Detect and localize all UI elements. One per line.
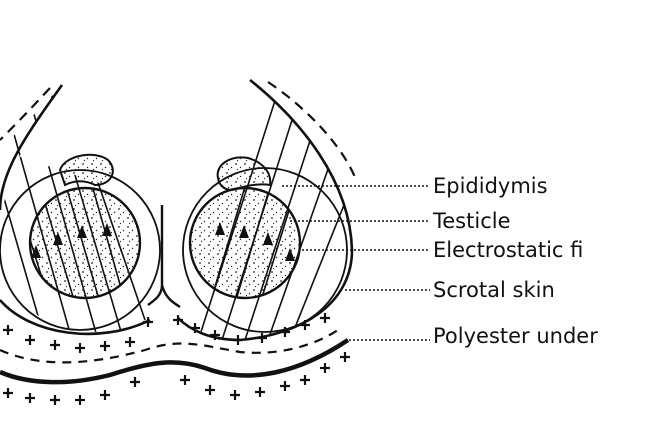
label-testicle: Testicle [432,209,511,233]
arrowhead-icon [239,225,249,238]
leader-lines [282,185,430,341]
right-outer-dashed-line [267,81,358,181]
positive-charge-icon [280,381,290,391]
right-scrotum [177,78,358,342]
arrowhead-icon [263,232,273,245]
positive-charge-icon [25,393,35,403]
positive-charge-icon [50,340,60,350]
scrotal-septum [147,205,181,309]
left-outer-dashed-line [0,87,51,141]
positive-charge-icon [320,313,330,323]
positive-charge-icon [230,390,240,400]
left-scrotum [0,84,161,336]
label-electrostatic-field: Electrostatic fi [433,238,583,262]
positive-charge-icon [50,395,60,405]
arrowhead-icon [215,222,225,235]
positive-charge-icon [300,375,310,385]
positive-charge-icon [320,363,330,373]
positive-charge-icon [233,335,243,345]
charge-marks [3,313,350,405]
inner-dashed-layer [0,329,339,364]
positive-charge-icon [257,333,267,343]
positive-charge-icon [300,320,310,330]
arrowhead-icon [53,232,63,245]
positive-charge-icon [100,341,110,351]
right-testicle [188,186,302,300]
label-polyester-underwear: Polyester under [433,324,598,348]
label-scrotal-skin: Scrotal skin [433,278,555,302]
positive-charge-icon [130,377,140,387]
positive-charge-icon [180,375,190,385]
right-epididymis [216,156,272,192]
positive-charge-icon [3,388,13,398]
left-testicle [28,186,142,300]
polyester-underwear-band [0,338,350,385]
arrowhead-icon [31,245,41,258]
positive-charge-icon [75,343,85,353]
positive-charge-icon [143,317,153,327]
positive-charge-icon [3,325,13,335]
positive-charge-icon [255,387,265,397]
positive-charge-icon [125,337,135,347]
positive-charge-icon [173,315,183,325]
left-epididymis [58,153,114,187]
positive-charge-icon [205,385,215,395]
positive-charge-icon [25,335,35,345]
positive-charge-icon [280,327,290,337]
positive-charge-icon [100,390,110,400]
arrowhead-icon [285,248,295,261]
label-epididymis: Epididymis [433,174,548,198]
arrowhead-icon [77,225,87,238]
positive-charge-icon [75,395,85,405]
arrowhead-icon [102,223,112,236]
positive-charge-icon [340,352,350,362]
positive-charge-icon [210,330,220,340]
positive-charge-icon [190,323,200,333]
